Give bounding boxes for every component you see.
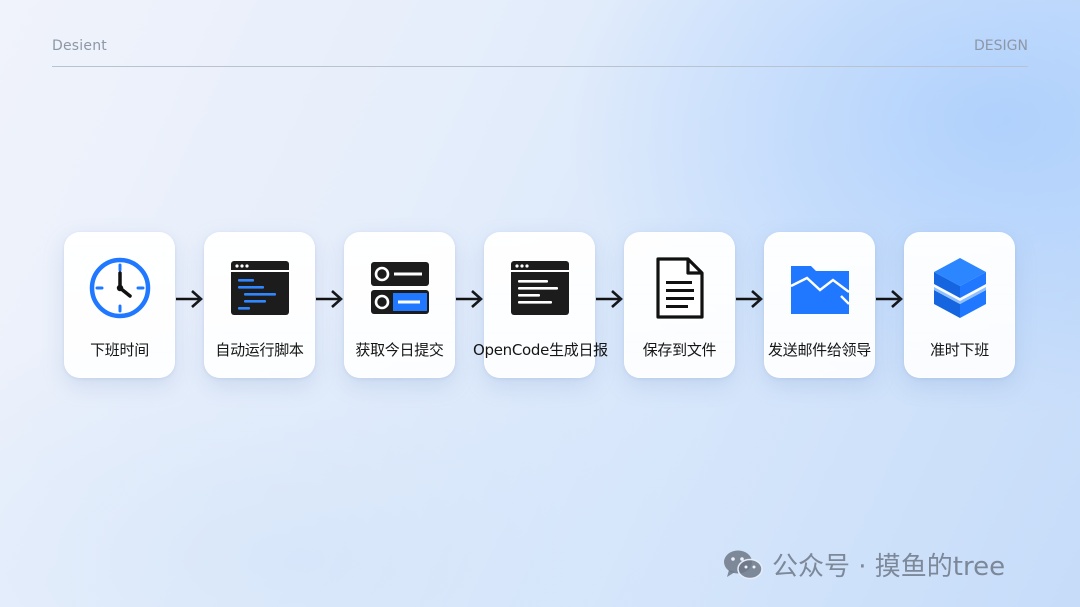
- wechat-icon: [724, 550, 763, 579]
- step-label: 获取今日提交: [355, 341, 444, 359]
- step-label: 自动运行脚本: [215, 341, 304, 359]
- step-label: 发送邮件给领导: [768, 341, 871, 359]
- step-label: 准时下班: [930, 341, 989, 359]
- terminal-window-icon: [507, 255, 573, 321]
- arrow-right-icon: [736, 290, 763, 308]
- script-window-icon: [227, 255, 293, 321]
- arrow-right-icon: [316, 290, 343, 308]
- step-card-4: OpenCode生成日报: [473, 232, 608, 378]
- arrow-right-icon: [596, 290, 623, 308]
- watermark: 公众号 · 摸鱼的tree: [722, 546, 1005, 583]
- step-label: OpenCode生成日报: [473, 341, 608, 359]
- stacked-layers-icon: [927, 255, 993, 321]
- workflow-diagram: 下班时间 自动运行脚本: [64, 232, 1016, 378]
- folder-mail-icon: [787, 255, 853, 321]
- step-card-7: 准时下班: [904, 232, 1015, 378]
- header-left-text: Desient: [52, 38, 107, 54]
- step-label: 下班时间: [90, 341, 149, 359]
- step-card-2: 自动运行脚本: [204, 232, 315, 378]
- arrow-right-icon: [456, 290, 483, 308]
- toggle-list-icon: [367, 255, 433, 321]
- step-card-3: 获取今日提交: [344, 232, 455, 378]
- watermark-text: 公众号 · 摸鱼的tree: [772, 552, 1006, 582]
- clock-icon: [87, 255, 153, 321]
- arrow-right-icon: [176, 290, 203, 308]
- document-icon: [647, 255, 713, 321]
- step-card-6: 发送邮件给领导: [764, 232, 875, 378]
- arrow-right-icon: [876, 290, 903, 308]
- header-right-text: DESIGN: [974, 38, 1028, 54]
- step-card-1: 下班时间: [64, 232, 175, 378]
- step-card-5: 保存到文件: [624, 232, 735, 378]
- step-label: 保存到文件: [642, 341, 717, 359]
- header-divider: [52, 66, 1028, 67]
